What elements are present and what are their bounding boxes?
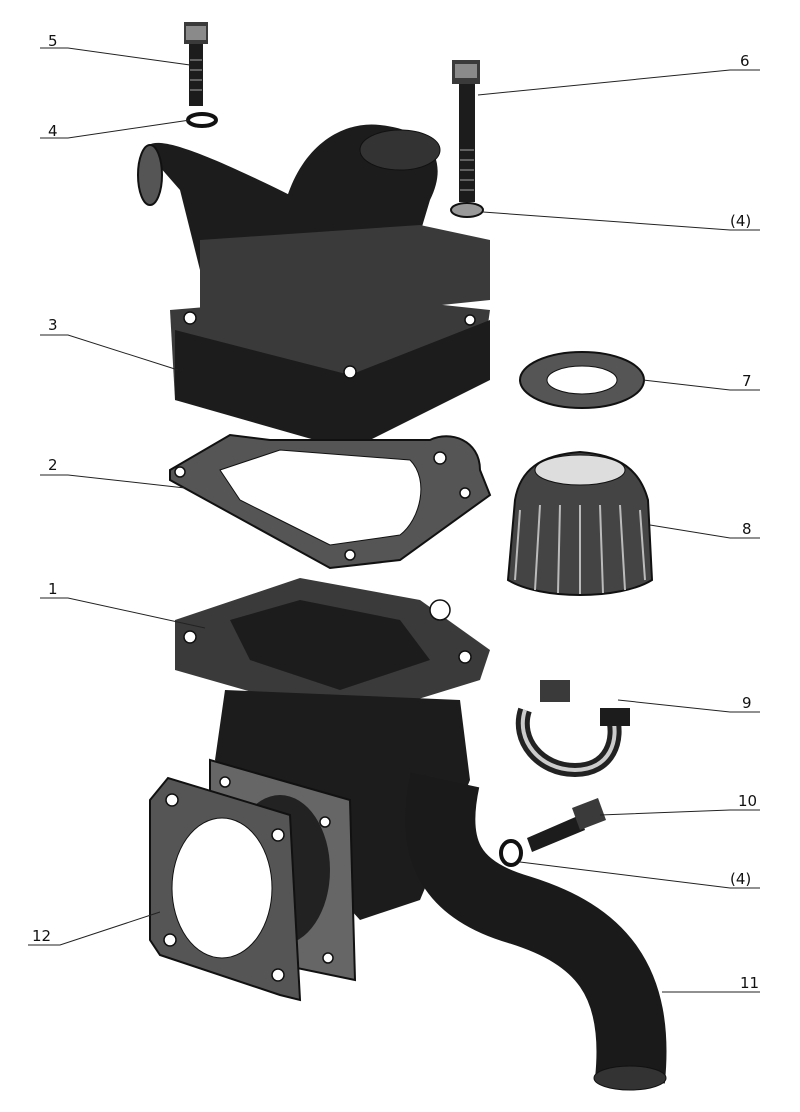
label-9: 9 [742, 694, 752, 712]
label-4-paren: (4) [730, 212, 751, 230]
label-8: 8 [742, 520, 752, 538]
part-12-flange-gasket [149, 776, 302, 1002]
part-4-washer [186, 112, 218, 128]
label-10: 10 [738, 792, 757, 810]
label-4: 4 [48, 122, 58, 140]
part-3-upper-housing [137, 124, 490, 450]
part-10-bolt [527, 798, 606, 852]
part-4-washer-b [450, 202, 484, 218]
label-2: 2 [48, 456, 58, 474]
part-5-bolt [184, 22, 208, 106]
part-8-thermostat [506, 450, 654, 596]
part-2-gasket [169, 433, 492, 570]
part-6-bolt [452, 60, 480, 202]
hose-end [593, 1065, 667, 1091]
leader-lines [28, 47, 760, 993]
label-1: 1 [48, 580, 58, 598]
label-3: 3 [48, 316, 58, 334]
label-6: 6 [740, 52, 750, 70]
part-9-clamp [515, 680, 630, 778]
part-4-washer-c [499, 839, 523, 867]
label-11: 11 [740, 974, 759, 992]
label-5: 5 [48, 32, 58, 50]
label-12: 12 [32, 927, 51, 945]
part-7-ring-gasket [519, 351, 645, 409]
label-7: 7 [742, 372, 752, 390]
label-4-paren-b: (4) [730, 870, 751, 888]
part-11-hose [405, 772, 667, 1084]
